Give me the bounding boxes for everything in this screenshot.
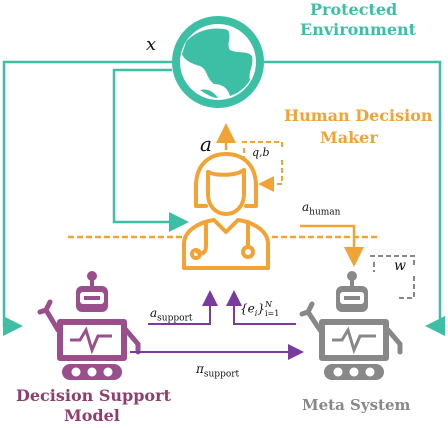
math-x: x xyxy=(146,34,157,55)
arrow-env-to-dsm xyxy=(2,60,172,336)
math-pi-sub: support xyxy=(203,369,240,380)
doctor-icon xyxy=(182,152,270,270)
label-hdm-line1: Human Decision xyxy=(284,106,433,125)
label-meta-system: Meta System xyxy=(302,396,411,414)
math-pi: π xyxy=(196,362,204,376)
math-a-human: ahuman xyxy=(302,200,340,217)
arrow-env-to-meta xyxy=(264,60,445,336)
meta-robot-icon xyxy=(299,271,403,380)
label-dsm-line1: Decision Support xyxy=(16,386,171,405)
math-a-human-base: a xyxy=(302,200,310,214)
dsm-robot-icon xyxy=(37,271,141,380)
math-w: w xyxy=(394,258,406,274)
arrow-asupport xyxy=(148,290,218,325)
arrow-human-to-meta xyxy=(300,224,364,267)
math-a-support-sub: support xyxy=(157,313,193,324)
math-a-human-sub: human xyxy=(309,207,341,218)
math-pi-support: πsupport xyxy=(196,362,239,379)
arrow-e-set xyxy=(226,290,296,325)
math-a: a xyxy=(200,132,212,156)
support-arrows xyxy=(130,290,304,360)
math-e-open: {e xyxy=(240,301,255,316)
math-qb: q,b xyxy=(252,146,270,159)
arrow-env-to-hdm xyxy=(112,68,189,232)
w-dashed-frame xyxy=(370,255,415,299)
math-b: b xyxy=(262,146,270,159)
math-e-sub2: i=1 xyxy=(264,309,280,318)
label-environment: Environment xyxy=(300,20,417,39)
environment-flow-lines xyxy=(2,60,445,336)
label-hdm-line2: Maker xyxy=(320,128,378,147)
label-protected: Protected xyxy=(310,0,398,19)
math-e-close: } xyxy=(257,301,265,316)
math-a-support: asupport xyxy=(150,306,192,323)
math-q: q xyxy=(252,146,260,159)
label-dsm-line2: Model xyxy=(64,406,120,425)
globe-icon xyxy=(172,16,264,108)
math-e-sub: i xyxy=(254,308,258,318)
math-e-sup: N xyxy=(264,300,272,309)
math-a-support-base: a xyxy=(150,306,158,320)
qb-dashed-frame xyxy=(242,141,283,192)
